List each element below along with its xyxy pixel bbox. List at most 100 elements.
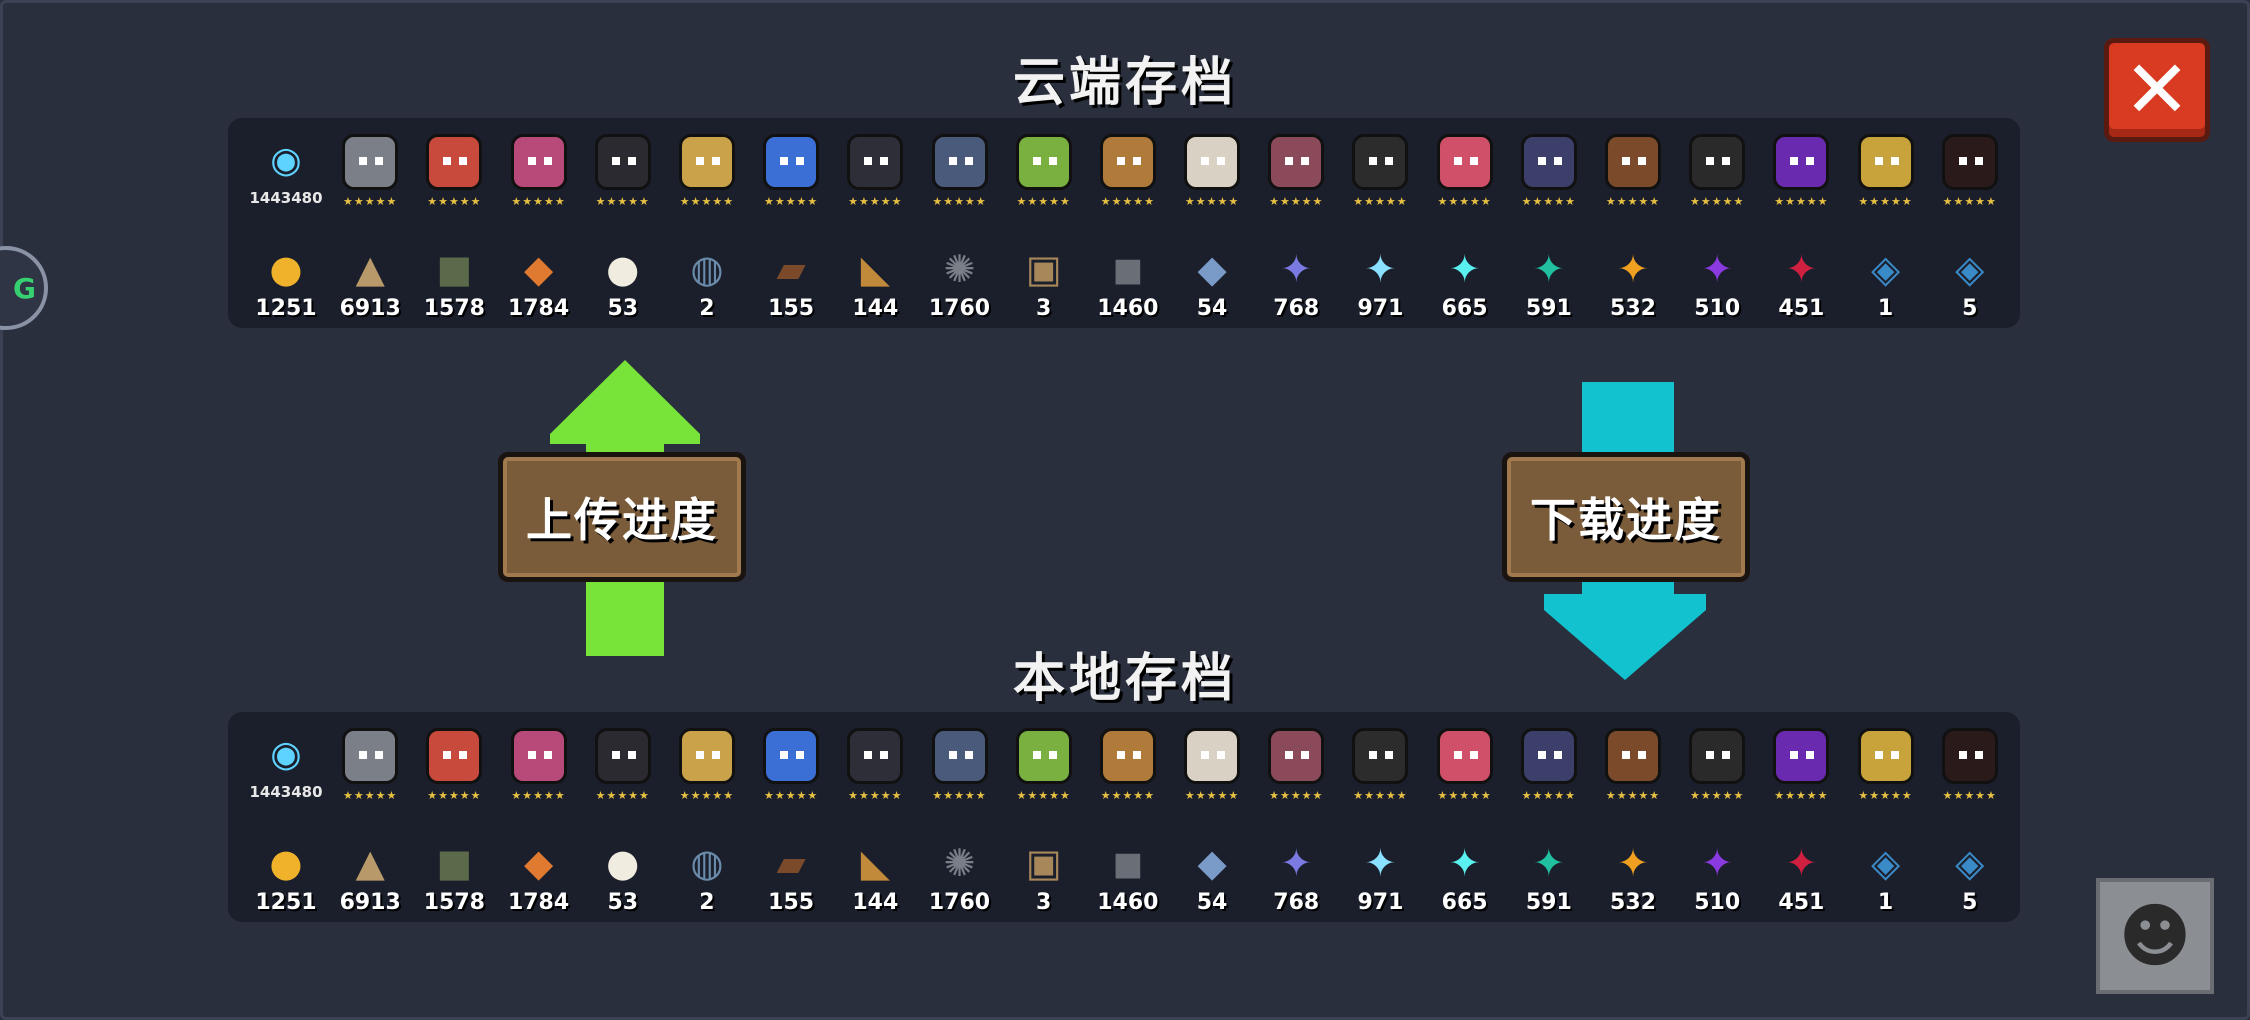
material-slot: ▰155 [751, 832, 831, 918]
material-count: 1 [1877, 296, 1894, 321]
material-count: 53 [607, 890, 639, 915]
character-portrait-icon [1184, 134, 1241, 190]
character-portrait-icon [1268, 134, 1325, 190]
material-count: 768 [1273, 296, 1320, 321]
material-icon: ▰ [776, 841, 806, 885]
character-slot: ★★★★★ [330, 718, 410, 830]
material-slot: ◼1460 [1088, 238, 1168, 324]
character-portrait-icon [1941, 728, 1998, 784]
material-slot: ●1251 [246, 832, 326, 918]
local-save-title: 本地存档 [1012, 649, 1237, 709]
star-rating-icon: ★★★★★ [763, 789, 819, 802]
material-icon: ✦ [1448, 841, 1481, 885]
character-slot: ★★★★★ [1846, 718, 1926, 830]
star-rating-icon: ★★★★★ [1184, 195, 1240, 208]
character-slot: ★★★★★ [1088, 124, 1168, 236]
material-icon: ◈ [1870, 247, 1901, 291]
material-count: 155 [768, 296, 815, 321]
star-rating-icon: ★★★★★ [1353, 195, 1408, 208]
star-rating-icon: ★★★★★ [511, 789, 566, 802]
character-portrait-icon [763, 134, 820, 190]
material-slot: ✦510 [1677, 238, 1757, 324]
material-icon: ◈ [1955, 247, 1985, 291]
material-slot: ◼1460 [1088, 832, 1168, 918]
material-slot: ▲6913 [330, 832, 410, 918]
star-rating-icon: ★★★★★ [343, 789, 398, 802]
character-portrait-icon [931, 728, 988, 784]
character-slot: ★★★★★ [835, 718, 915, 830]
character-portrait-icon [426, 728, 483, 784]
star-rating-icon: ★★★★★ [1184, 789, 1240, 802]
star-rating-icon: ★★★★★ [595, 195, 650, 208]
material-slot: ▣3 [1004, 238, 1084, 324]
character-slot: ★★★★★ [1930, 718, 2010, 830]
material-slot: ✦591 [1509, 238, 1589, 324]
material-slot: ◆54 [1172, 832, 1252, 918]
material-icon: ● [269, 247, 303, 291]
material-icon: ◍ [690, 841, 724, 885]
material-icon: ● [606, 247, 640, 291]
material-slot: ◆1784 [499, 238, 579, 324]
material-slot: ◆1784 [499, 832, 579, 918]
upload-progress-button[interactable]: 上传进度 [498, 452, 746, 582]
material-count: 510 [1694, 890, 1741, 915]
material-icon: ▰ [776, 247, 806, 291]
character-portrait-icon [1352, 728, 1409, 784]
material-slot: ✺1760 [920, 238, 1000, 324]
star-rating-icon: ★★★★★ [1521, 789, 1576, 802]
character-portrait-icon [847, 134, 904, 190]
character-portrait-icon [1268, 728, 1325, 784]
close-button[interactable]: ✕ [2104, 38, 2210, 142]
material-count: 591 [1525, 296, 1572, 321]
character-portrait-icon [1352, 134, 1409, 190]
star-rating-icon: ★★★★★ [1100, 789, 1156, 802]
material-slot: ▰ 155 [751, 238, 831, 324]
star-rating-icon: ★★★★★ [1353, 789, 1408, 802]
star-rating-icon: ★★★★★ [1774, 789, 1829, 802]
material-slot: ■1578 [414, 238, 494, 324]
material-icon: ✦ [1364, 247, 1397, 291]
material-icon: ◈ [1870, 841, 1901, 885]
character-portrait-icon [594, 134, 651, 190]
material-count: 1251 [255, 890, 317, 915]
character-slot: ★★★★★ [1677, 124, 1757, 236]
character-slot: ★★★★★ [1509, 124, 1589, 236]
download-progress-button[interactable]: 下载进度 [1502, 452, 1750, 582]
local-save-panel: ◉1443480★★★★★★★★★★★★★★★★★★★★★★★★★★★★★★★★… [228, 712, 2020, 922]
material-count: 54 [1196, 890, 1228, 915]
star-rating-icon: ★★★★★ [1858, 789, 1913, 802]
character-slot: ★★★★★ [667, 124, 747, 236]
gem-counter: ◉1443480 [246, 124, 326, 236]
star-rating-icon: ★★★★★ [511, 195, 566, 208]
character-slot: ★★★★★ [1425, 124, 1505, 236]
character-portrait-icon [1773, 134, 1830, 190]
character-portrait-icon [510, 134, 567, 190]
character-slot: ★★★★★ [499, 124, 579, 236]
material-slot: ✦532 [1593, 832, 1673, 918]
material-icon: ◣ [860, 247, 890, 291]
material-slot: ✦971 [1340, 832, 1420, 918]
character-slot: ★★★★★ [920, 124, 1000, 236]
material-slot: ◈5 [1930, 832, 2010, 918]
character-slot: ★★★★★ [1256, 718, 1336, 830]
star-rating-icon: ★★★★★ [1100, 195, 1156, 208]
star-rating-icon: ★★★★★ [427, 789, 482, 802]
star-rating-icon: ★★★★★ [1690, 195, 1745, 208]
material-count: 2 [699, 890, 715, 915]
chat-avatar-button[interactable]: ☻ [2096, 878, 2214, 994]
material-icon: ■ [436, 841, 473, 885]
material-icon: ◣ [860, 841, 890, 885]
character-portrait-icon [1099, 134, 1156, 190]
character-slot: ★★★★★ [414, 718, 494, 830]
character-slot: ★★★★★ [751, 124, 831, 236]
character-slot: ★★★★★ [1340, 124, 1420, 236]
material-slot: ▲6913 [330, 238, 410, 324]
gem-count: 1443480 [249, 189, 323, 207]
material-slot: ▣3 [1004, 832, 1084, 918]
character-portrait-icon [1605, 728, 1661, 784]
material-icon: ▣ [1025, 247, 1062, 291]
star-rating-icon: ★★★★★ [1269, 195, 1324, 208]
material-slot: ✦665 [1425, 832, 1505, 918]
character-slot: ★★★★★ [1004, 124, 1084, 236]
